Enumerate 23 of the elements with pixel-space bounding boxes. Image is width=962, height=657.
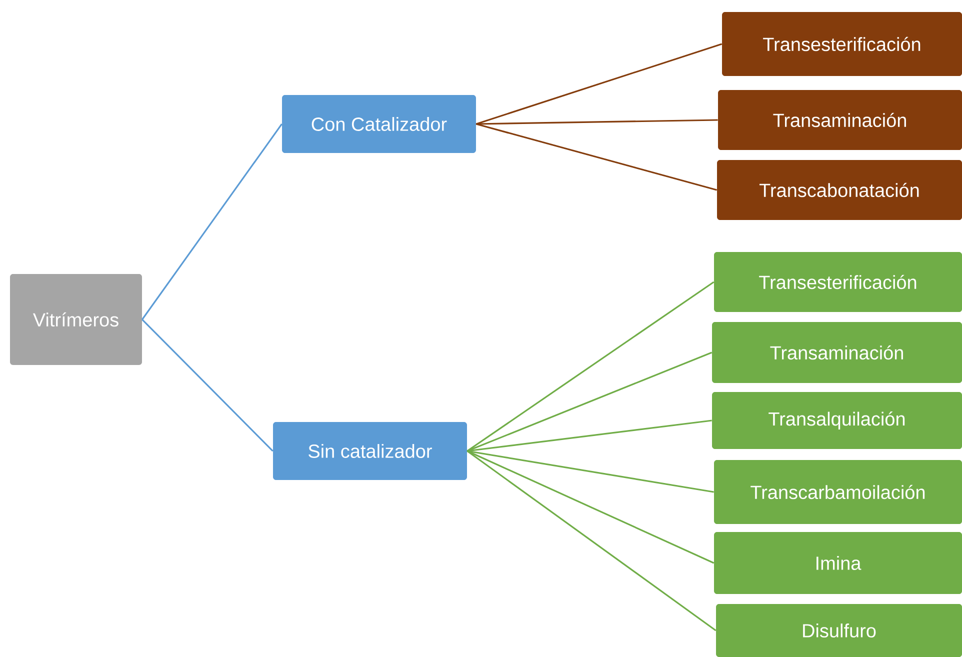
connector-line	[476, 123, 718, 191]
connector-line	[476, 43, 722, 125]
category-box: Transcarbamoilación	[714, 460, 962, 524]
category-box: Transalquilación	[712, 392, 962, 449]
connector-line	[466, 450, 714, 564]
category-box: Transaminación	[712, 322, 962, 383]
category-box: Transesterificación	[722, 12, 962, 76]
category-box: Vitrímeros	[10, 274, 142, 365]
category-box: Transaminación	[718, 90, 962, 150]
connector-line	[466, 450, 716, 632]
category-box: Disulfuro	[716, 604, 962, 657]
category-box: Sin catalizador	[273, 422, 467, 480]
category-box: Con Catalizador	[282, 95, 476, 153]
category-box: Transcabonatación	[717, 160, 962, 220]
connector-line	[467, 450, 714, 493]
category-box: Transesterificación	[714, 252, 962, 312]
connector-line	[466, 281, 714, 452]
connector-line	[142, 318, 274, 452]
connector-line	[476, 119, 718, 125]
category-box: Imina	[714, 532, 962, 594]
connector-line	[466, 352, 712, 452]
connector-line	[467, 420, 712, 452]
connector-line	[142, 124, 282, 320]
